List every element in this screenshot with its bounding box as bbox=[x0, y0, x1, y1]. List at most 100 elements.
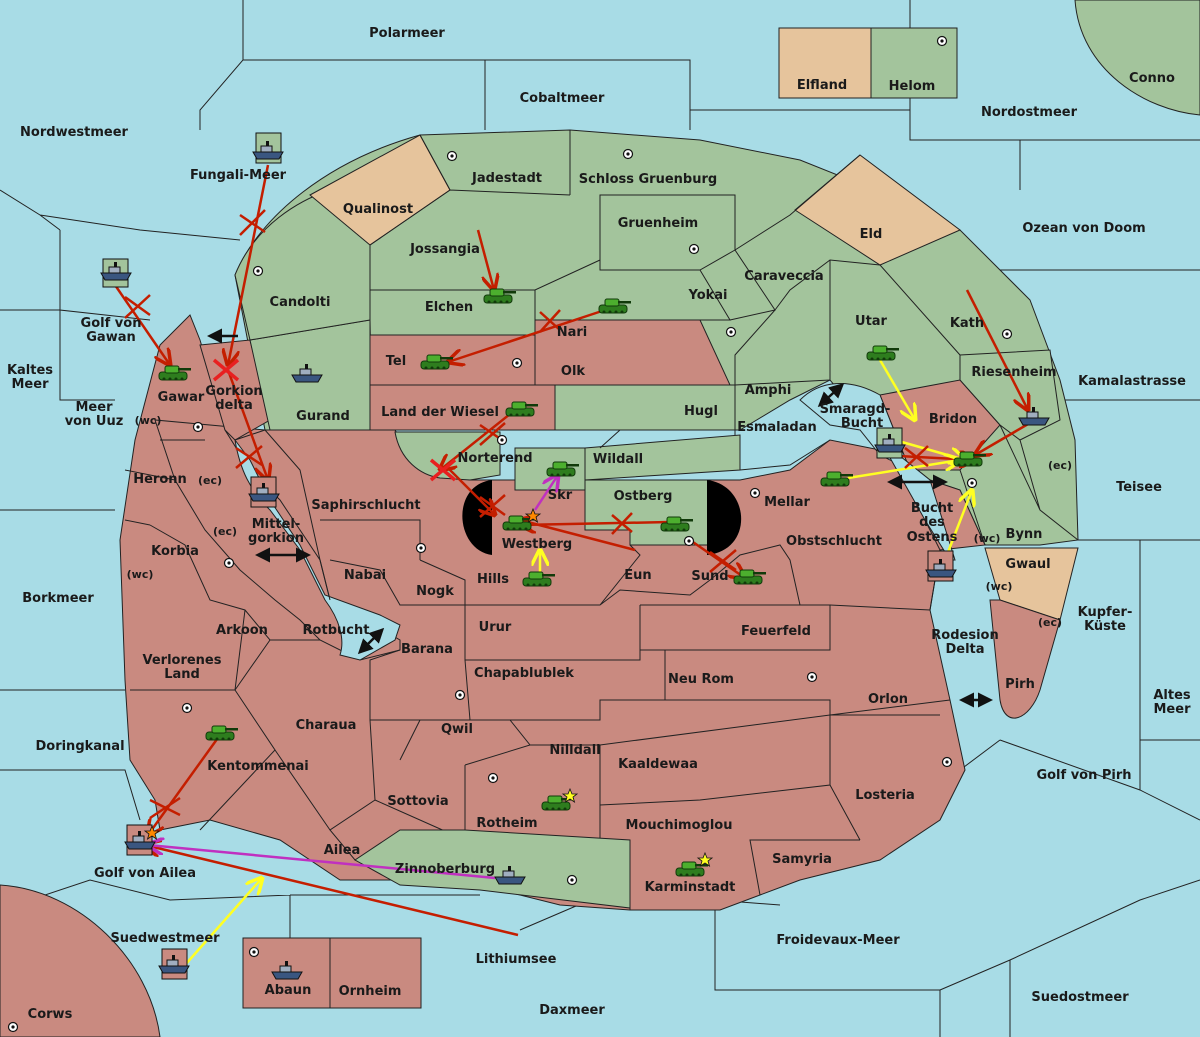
svg-text:Ozean von Doom: Ozean von Doom bbox=[1022, 221, 1145, 236]
svg-text:(wc): (wc) bbox=[986, 580, 1013, 593]
coast-labels: (wc) (ec) (ec) (wc) (ec) (wc) (wc) (ec) bbox=[127, 414, 1072, 629]
svg-text:Kath: Kath bbox=[950, 316, 984, 331]
svg-text:Eld: Eld bbox=[860, 227, 883, 242]
label-korbia: Korbia bbox=[151, 544, 199, 559]
label-gwaul: Gwaul bbox=[1005, 557, 1050, 572]
label-obstschlucht: Obstschlucht bbox=[786, 534, 882, 549]
svg-text:Land der Wiesel: Land der Wiesel bbox=[381, 405, 499, 420]
svg-text:Schloss Gruenburg: Schloss Gruenburg bbox=[579, 172, 717, 187]
land-corws[interactable] bbox=[0, 884, 161, 1037]
orders bbox=[113, 164, 1036, 966]
svg-text:Golf von Ailea: Golf von Ailea bbox=[94, 866, 196, 881]
svg-text:Chapablublek: Chapablublek bbox=[474, 666, 574, 681]
svg-text:Losteria: Losteria bbox=[855, 788, 915, 803]
svg-text:Mouchimoglou: Mouchimoglou bbox=[626, 818, 733, 833]
svg-text:Mittel-: Mittel- bbox=[252, 517, 301, 532]
svg-text:Nilldall: Nilldall bbox=[549, 743, 600, 758]
label-ostberg: Ostberg bbox=[614, 489, 673, 504]
svg-text:Tel: Tel bbox=[386, 354, 406, 369]
svg-text:Gruenheim: Gruenheim bbox=[618, 216, 698, 231]
svg-text:Meer: Meer bbox=[76, 400, 114, 415]
failed-orders bbox=[124, 209, 929, 820]
svg-text:Borkmeer: Borkmeer bbox=[22, 591, 94, 606]
svg-text:Sund: Sund bbox=[691, 569, 728, 584]
label-pirh: Pirh bbox=[1005, 677, 1035, 692]
svg-text:Zinnoberburg: Zinnoberburg bbox=[395, 862, 495, 877]
svg-text:Altes: Altes bbox=[1153, 688, 1191, 703]
svg-text:Golf von: Golf von bbox=[81, 316, 142, 331]
svg-text:Yokai: Yokai bbox=[687, 288, 727, 303]
land-zinnoberburg[interactable] bbox=[354, 829, 631, 909]
land-pirh[interactable] bbox=[989, 599, 1061, 719]
label-kaaldewaa: Kaaldewaa bbox=[618, 757, 698, 772]
svg-text:Nogk: Nogk bbox=[416, 584, 454, 599]
svg-text:Caraveccia: Caraveccia bbox=[744, 269, 823, 284]
label-barana: Barana bbox=[401, 642, 453, 657]
label-saphir: Saphirschlucht bbox=[311, 498, 420, 513]
sea-suedwest: Suedwestmeer bbox=[110, 931, 220, 946]
svg-text:Samyria: Samyria bbox=[772, 852, 832, 867]
svg-text:Froidevaux-Meer: Froidevaux-Meer bbox=[776, 933, 900, 948]
svg-text:Polarmeer: Polarmeer bbox=[369, 26, 445, 41]
label-losteria: Losteria bbox=[855, 788, 915, 803]
sea-suedost: Suedostmeer bbox=[1031, 990, 1129, 1005]
svg-text:Kupfer-: Kupfer- bbox=[1078, 605, 1133, 620]
svg-text:Delta: Delta bbox=[945, 642, 984, 657]
label-mellar: Mellar bbox=[764, 495, 810, 510]
label-westberg: Westberg bbox=[502, 537, 572, 552]
label-jadestadt: Jadestadt bbox=[471, 171, 542, 186]
land-corws-label: Corws bbox=[28, 1007, 73, 1022]
svg-text:Nari: Nari bbox=[557, 325, 588, 340]
label-eun: Eun bbox=[624, 568, 651, 583]
stars bbox=[143, 507, 714, 867]
label-gawar: Gawar bbox=[158, 390, 205, 405]
land-conno[interactable] bbox=[1074, 0, 1200, 116]
label-caraveccia: Caraveccia bbox=[744, 269, 823, 284]
svg-text:Suedwestmeer: Suedwestmeer bbox=[110, 931, 220, 946]
label-utar: Utar bbox=[855, 314, 888, 329]
label-karminstadt: Karminstadt bbox=[645, 880, 736, 895]
label-mouchimoglou: Mouchimoglou bbox=[626, 818, 733, 833]
label-hugl: Hugl bbox=[684, 404, 718, 419]
svg-text:Mellar: Mellar bbox=[764, 495, 810, 510]
label-kath: Kath bbox=[950, 316, 984, 331]
svg-text:Meer: Meer bbox=[12, 377, 50, 392]
label-jossangia: Jossangia bbox=[409, 242, 480, 257]
label-ornheim: Ornheim bbox=[339, 984, 402, 999]
label-schloss: Schloss Gruenburg bbox=[579, 172, 717, 187]
sea-teisee: Teisee bbox=[1116, 480, 1162, 495]
impassable-east bbox=[707, 480, 742, 555]
svg-text:Kaltes: Kaltes bbox=[7, 363, 53, 378]
land-ornheim[interactable] bbox=[329, 937, 422, 1009]
svg-text:Korbia: Korbia bbox=[151, 544, 199, 559]
svg-text:(wc): (wc) bbox=[135, 414, 162, 427]
svg-text:Gwaul: Gwaul bbox=[1005, 557, 1050, 572]
label-tel: Tel bbox=[386, 354, 406, 369]
label-nilldall: Nilldall bbox=[549, 743, 600, 758]
label-sottovia: Sottovia bbox=[387, 794, 448, 809]
svg-text:Gorkion: Gorkion bbox=[205, 384, 262, 399]
label-candolti: Candolti bbox=[270, 295, 331, 310]
svg-text:Smaragd-: Smaragd- bbox=[820, 402, 891, 417]
svg-text:Nordostmeer: Nordostmeer bbox=[981, 105, 1078, 120]
label-arkoon: Arkoon bbox=[216, 623, 268, 638]
svg-text:Arkoon: Arkoon bbox=[216, 623, 268, 638]
svg-text:(wc): (wc) bbox=[974, 532, 1001, 545]
svg-text:Conno: Conno bbox=[1129, 71, 1175, 86]
label-nari: Nari bbox=[557, 325, 588, 340]
svg-text:Saphirschlucht: Saphirschlucht bbox=[311, 498, 420, 513]
sea-lithium: Lithiumsee bbox=[476, 952, 557, 967]
svg-text:Rotheim: Rotheim bbox=[476, 816, 537, 831]
label-landwiesel: Land der Wiesel bbox=[381, 405, 499, 420]
svg-text:Elfland: Elfland bbox=[797, 78, 847, 93]
land-elfland[interactable] bbox=[778, 27, 872, 99]
sea-daxmeer: Daxmeer bbox=[539, 1003, 605, 1018]
label-bynn: Bynn bbox=[1006, 527, 1043, 542]
svg-text:Jossangia: Jossangia bbox=[409, 242, 480, 257]
svg-text:Qwil: Qwil bbox=[441, 722, 473, 737]
svg-text:Norterend: Norterend bbox=[457, 451, 532, 466]
svg-text:(wc): (wc) bbox=[127, 568, 154, 581]
svg-text:Küste: Küste bbox=[1084, 619, 1126, 634]
svg-text:Fungali-Meer: Fungali-Meer bbox=[190, 168, 287, 183]
